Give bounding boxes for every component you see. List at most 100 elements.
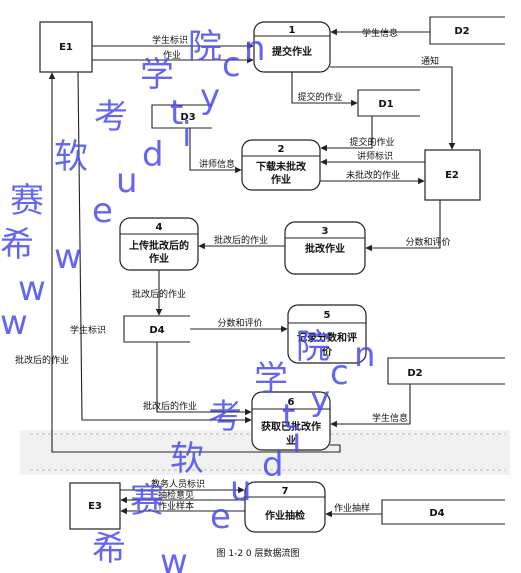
store-d3-label: D3 (180, 112, 195, 123)
flow-label-e3-p7: 教务人员标识 (151, 478, 205, 490)
figure-caption: 图 1-2 0 层数据流图 (216, 547, 299, 559)
flow-e1-p6-student-id (77, 71, 252, 424)
watermark-char: n (354, 335, 376, 375)
flow-label-d2-p1: 学生信息 (362, 27, 398, 39)
process-3: 3 批改作业 (284, 221, 366, 275)
watermark-char: e (92, 191, 113, 231)
flow-label-d4-p7: 作业抽样 (334, 502, 370, 514)
store-d1: D1 (357, 89, 420, 117)
watermark-char: 学 (254, 359, 288, 399)
store-d4-mid-label: D4 (149, 325, 164, 336)
process-4-name-line1: 上传批改后的 (129, 239, 189, 252)
process-6-name-line2: 业 (286, 434, 296, 447)
watermark-char: d (262, 445, 284, 485)
process-7-name: 作业抽检 (265, 509, 305, 522)
entity-e2: E2 (424, 149, 481, 201)
watermark-char: 希 (0, 225, 34, 265)
watermark-char: 希 (92, 529, 126, 569)
watermark: 院 学 c n 考 t y i 软 d u 赛 e 希 w w w 院 学 c … (0, 27, 376, 573)
watermark-char: 考 (94, 97, 128, 137)
entity-e1-label: E1 (59, 42, 73, 53)
process-6-number: 6 (288, 397, 295, 408)
watermark-char: 赛 (10, 181, 44, 221)
flow-label-e1-p1-student-id: 学生标识 (152, 34, 188, 46)
watermark-char: 赛 (130, 481, 164, 521)
store-d4-bottom: D4 (381, 499, 505, 525)
flow-label-e1-p1-homework: 作业 (163, 49, 181, 61)
flow-d2-p6 (330, 384, 411, 428)
flow-label-d4-p5: 分数和评价 (217, 317, 262, 329)
process-4: 4 上传批改后的 作业 (119, 217, 199, 271)
process-2-name-line1: 下载未批改 (256, 160, 307, 173)
watermark-char: t (282, 397, 295, 437)
process-5-name-line2: 价 (322, 346, 333, 358)
watermark-char: 考 (208, 397, 242, 437)
flow-d3-p2 (189, 128, 242, 174)
flow-label-e2-p3: 分数和评价 (405, 236, 450, 248)
watermark-char: y (310, 379, 330, 419)
watermark-char: c (330, 353, 349, 393)
watermark-char: d (142, 135, 164, 175)
watermark-char: w (54, 237, 82, 277)
process-4-number: 4 (156, 222, 163, 233)
process-6-name-line1: 获取已批改作 (260, 420, 321, 433)
flow-d1-p2 (320, 116, 373, 152)
store-d2-top: D2 (429, 16, 505, 45)
entity-e3-label: E3 (88, 501, 102, 512)
flow-label-d1-p2: 提交的作业 (349, 136, 394, 148)
watermark-char: e (210, 497, 231, 537)
flow-label-e1-p6: 学生标识 (70, 324, 106, 336)
watermark-char: 院 (296, 327, 330, 367)
entity-e2-label: E2 (445, 170, 459, 181)
flow-label-p1-e2-notice: 通知 (421, 55, 439, 67)
watermark-char: i (182, 115, 191, 155)
store-d2-bottom-label: D2 (407, 368, 422, 379)
store-d4-mid: D4 (123, 315, 190, 343)
flow-label-p4-d4: 批改后的作业 (132, 288, 186, 300)
watermark-char: n (244, 29, 266, 69)
process-5-number: 5 (324, 310, 331, 321)
process-1: 1 提交作业 (253, 21, 331, 73)
process-5: 5 记录分数和评 价 (287, 304, 367, 364)
store-d4-bottom-label: D4 (429, 508, 444, 519)
flow-label-p7-e3-opinion: 抽检意见 (158, 489, 194, 501)
flow-p6-e1 (48, 72, 341, 453)
flow-label-p2-e2: 未批改的作业 (346, 169, 400, 181)
watermark-char: w (18, 269, 46, 309)
watermark-char: t (170, 93, 183, 133)
flow-e2-p3 (365, 200, 441, 252)
watermark-char: u (116, 161, 138, 201)
entity-e3: E3 (69, 482, 121, 530)
process-3-name: 批改作业 (305, 242, 345, 255)
watermark-char: i (292, 421, 301, 461)
process-5-name-line1: 记录分数和评 (297, 331, 357, 344)
flow-label-e2-p2: 讲师标识 (357, 150, 393, 162)
watermark-char: y (200, 77, 220, 117)
flow-p1-d1 (291, 72, 358, 107)
process-1-name: 提交作业 (272, 45, 312, 58)
watermark-char: 院 (188, 27, 222, 67)
flow-label-p7-e3-sample: 作业样本 (158, 500, 194, 512)
store-d3: D3 (151, 104, 212, 129)
flow-label-d4-p6: 批改后的作业 (143, 400, 197, 412)
flow-label-p6-e1: 批改后的作业 (15, 354, 69, 366)
process-7-number: 7 (282, 486, 289, 497)
store-d1-label: D1 (378, 99, 393, 110)
process-2-number: 2 (278, 144, 285, 155)
flow-d4-p6 (156, 342, 252, 416)
watermark-char: c (222, 45, 241, 85)
flow-label-p1-d1: 提交的作业 (297, 91, 342, 103)
entity-e1: E1 (39, 21, 93, 73)
flow-p1-e2-notice (330, 66, 456, 150)
store-d2-bottom: D2 (387, 357, 505, 385)
process-1-number: 1 (289, 25, 296, 36)
process-7: 7 作业抽检 (244, 481, 326, 533)
process-6: 6 获取已批改作 业 (251, 391, 331, 451)
flow-label-d3-p2: 讲师信息 (199, 158, 235, 170)
flow-label-p3-p4: 批改后的作业 (214, 234, 268, 246)
process-4-name-line2: 作业 (149, 252, 169, 265)
watermark-char: w (0, 303, 28, 343)
store-d2-top-label: D2 (454, 26, 469, 37)
watermark-char: 软 (170, 439, 204, 479)
